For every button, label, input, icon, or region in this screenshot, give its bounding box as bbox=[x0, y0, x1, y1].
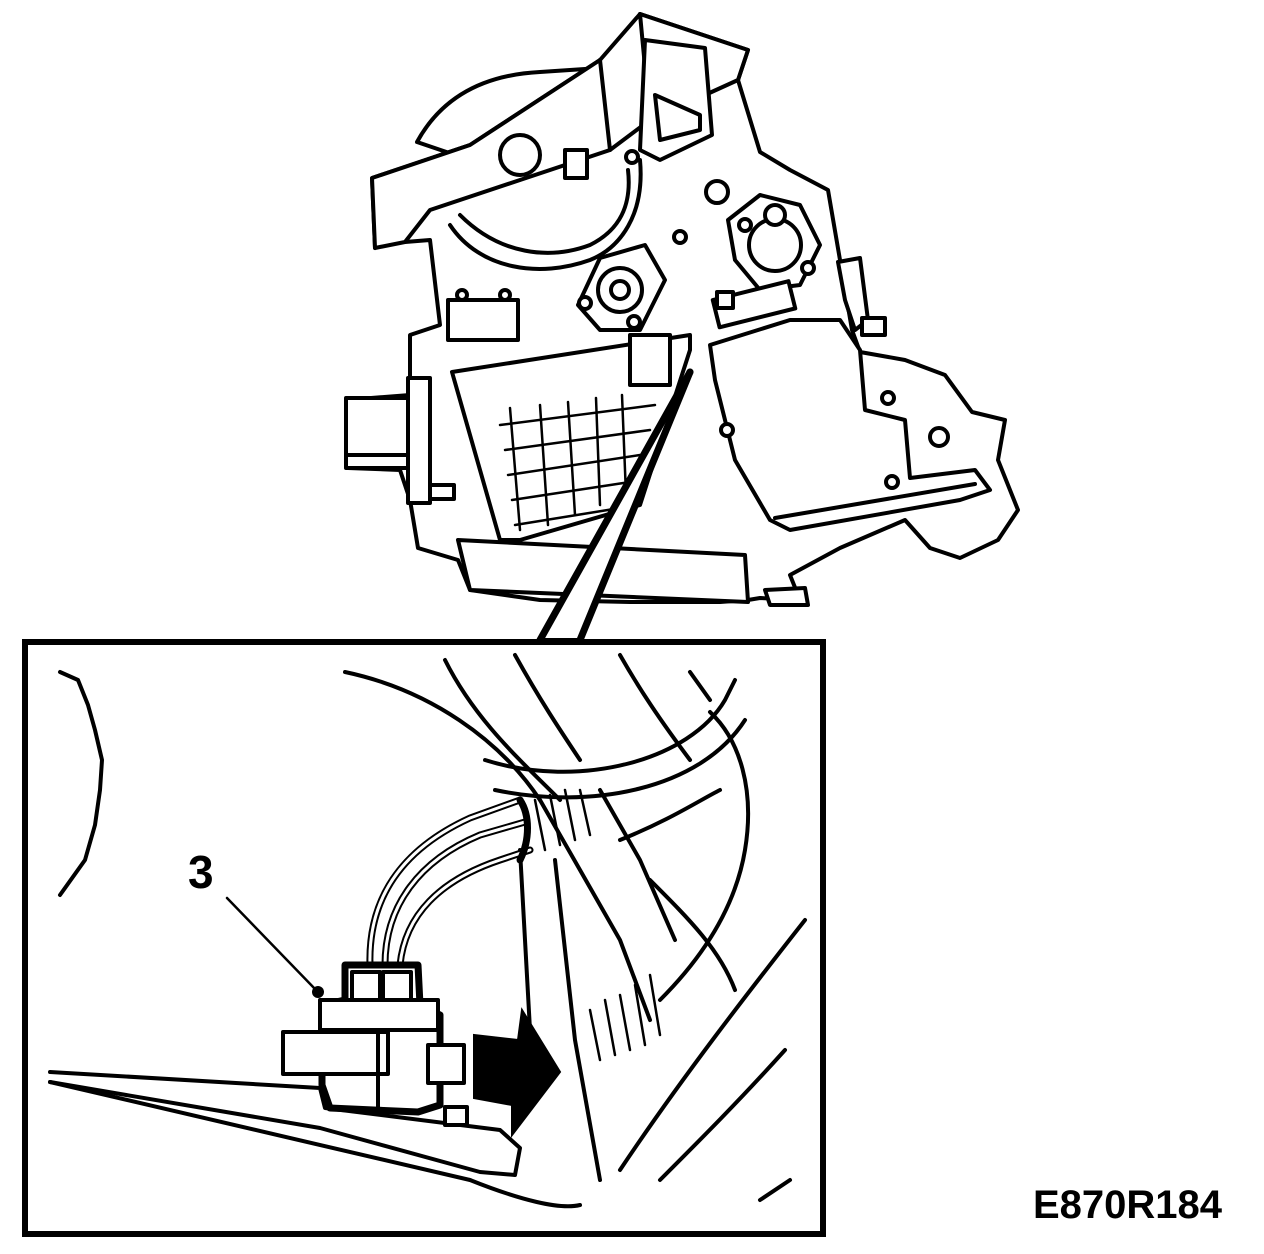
mounting-boss bbox=[498, 133, 542, 177]
push-direction-arrow bbox=[473, 1007, 562, 1138]
actuator-motor-left bbox=[576, 243, 667, 332]
blower-wheel-edge bbox=[58, 670, 104, 897]
actuator-motor-right bbox=[726, 193, 822, 292]
callout-leader-dot bbox=[312, 986, 324, 998]
detail-inset: 3 bbox=[22, 639, 826, 1237]
figure-reference-code: E870R184 bbox=[1033, 1183, 1223, 1227]
detail-frame bbox=[22, 639, 826, 1237]
callout-leader-3 bbox=[225, 896, 318, 992]
hose bbox=[483, 678, 737, 774]
callout-label-3: 3 bbox=[188, 846, 214, 898]
connector-bracket-left bbox=[446, 288, 520, 342]
electrical-connector bbox=[281, 961, 469, 1127]
blower-volute bbox=[448, 158, 643, 271]
hvac-unit-overview bbox=[344, 12, 1020, 644]
wiring-harness bbox=[366, 796, 534, 969]
blower-resistor bbox=[344, 376, 432, 505]
defrost-outlet bbox=[638, 38, 714, 162]
right-side-cover bbox=[708, 318, 992, 532]
